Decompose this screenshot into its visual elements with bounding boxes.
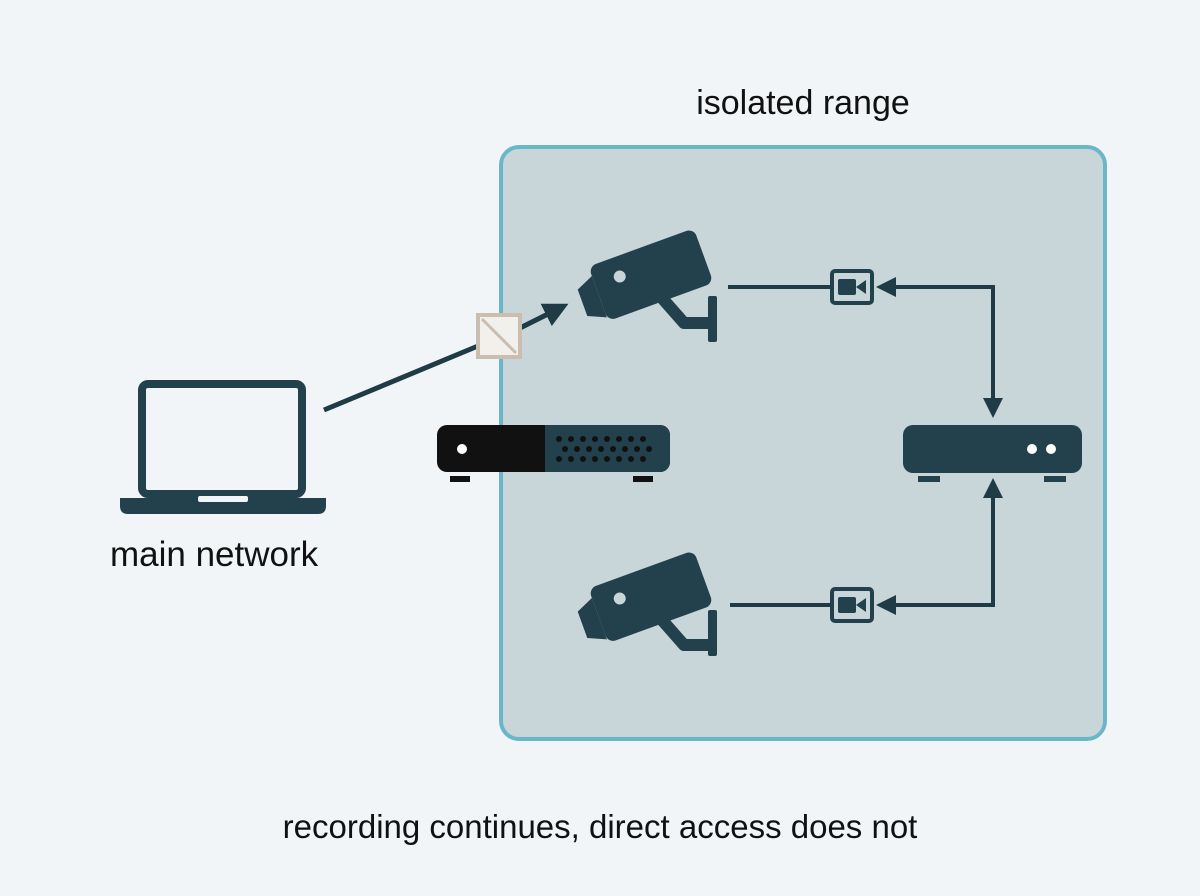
blocked-access-arrow bbox=[518, 303, 569, 331]
camera-feed-arrow-top bbox=[876, 277, 1003, 418]
laptop-icon bbox=[120, 380, 326, 514]
video-camera-icon bbox=[830, 587, 874, 623]
laptop-label: main network bbox=[110, 535, 319, 574]
security-camera-icon bbox=[577, 230, 717, 342]
recorder-icon bbox=[903, 425, 1082, 482]
security-camera-icon bbox=[577, 552, 717, 656]
zone-title: isolated range bbox=[696, 84, 910, 122]
camera-feed-arrow-bottom bbox=[876, 478, 1003, 615]
video-camera-icon bbox=[830, 269, 874, 305]
network-switch-icon bbox=[437, 425, 670, 482]
caption: recording continues, direct access does … bbox=[282, 808, 918, 845]
blocked-marker-icon bbox=[476, 313, 522, 359]
blocked-access-line bbox=[323, 343, 479, 413]
